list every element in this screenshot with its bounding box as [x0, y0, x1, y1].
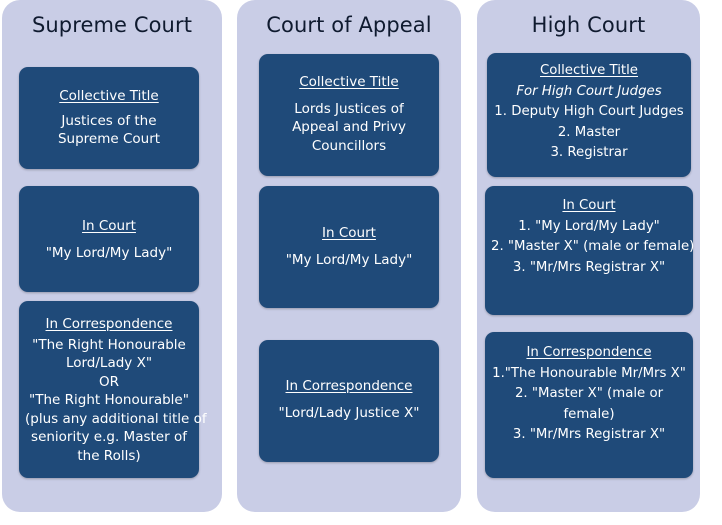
supreme-in-court-line: "My Lord/My Lady"	[45, 244, 173, 261]
supreme-correspondence-line: "The Right Honourable	[32, 336, 186, 353]
high-in-court-heading: In Court	[562, 198, 616, 213]
high-collective-line: 2. Master	[557, 124, 621, 140]
high-collective-heading: Collective Title	[540, 63, 638, 78]
supreme-collective-line: Justices of the	[61, 112, 157, 129]
high-correspondence-box: In Correspondence 1."The Honourable Mr/M…	[485, 332, 693, 478]
appeal-collective-line: Lords Justices of	[294, 100, 404, 117]
appeal-correspondence-box: In Correspondence "Lord/Lady Justice X"	[259, 340, 439, 462]
high-correspondence-line: female)	[563, 406, 615, 422]
high-court-title: High Court	[531, 13, 646, 37]
appeal-collective-line: Appeal and Privy	[292, 119, 406, 135]
supreme-in-court-heading: In Court	[82, 218, 136, 234]
appeal-in-court-box: In Court "My Lord/My Lady"	[259, 186, 439, 308]
supreme-correspondence-line: seniority e.g. Master of	[31, 429, 187, 445]
high-in-court-box: In Court 1. "My Lord/My Lady" 2. "Master…	[485, 186, 695, 315]
appeal-collective-line: Councillors	[311, 137, 387, 154]
supreme-correspondence-line: OR	[98, 373, 119, 390]
high-collective-subheading: For High Court Judges	[516, 83, 662, 99]
appeal-correspondence-line: "Lord/Lady Justice X"	[278, 404, 420, 421]
high-correspondence-line: 3. "Mr/Mrs Registrar X"	[512, 427, 666, 443]
appeal-correspondence-heading: In Correspondence	[285, 378, 413, 394]
supreme-correspondence-line: Lord/Lady X"	[65, 355, 153, 371]
high-collective-title-box: Collective Title For High Court Judges 1…	[487, 53, 691, 177]
supreme-court-title: Supreme Court	[31, 13, 193, 37]
supreme-collective-heading: Collective Title	[59, 88, 159, 104]
high-correspondence-line: 2. "Master X" (male or	[514, 386, 664, 402]
high-collective-line: 1. Deputy High Court Judges	[494, 104, 684, 120]
appeal-collective-title-box: Collective Title Lords Justices of Appea…	[259, 54, 439, 176]
supreme-correspondence-heading: In Correspondence	[45, 316, 173, 332]
supreme-correspondence-box: In Correspondence "The Right Honourable …	[19, 301, 207, 478]
high-in-court-line: 3. "Mr/Mrs Registrar X"	[512, 259, 666, 275]
high-collective-line: 3. Registrar	[550, 145, 628, 161]
supreme-correspondence-line: "The Right Honourable"	[29, 392, 189, 408]
supreme-collective-title-box: Collective Title Justices of the Supreme…	[19, 67, 199, 169]
high-correspondence-line: 1."The Honourable Mr/Mrs X"	[492, 365, 686, 381]
high-correspondence-heading: In Correspondence	[526, 345, 652, 360]
supreme-in-court-box: In Court "My Lord/My Lady"	[19, 186, 199, 292]
supreme-correspondence-line: (plus any additional title of	[25, 410, 207, 427]
appeal-in-court-line: "My Lord/My Lady"	[285, 251, 413, 268]
court-of-appeal-title: Court of Appeal	[266, 13, 432, 37]
supreme-collective-line: Supreme Court	[57, 131, 161, 147]
appeal-collective-heading: Collective Title	[299, 74, 399, 90]
appeal-in-court-heading: In Court	[322, 225, 376, 241]
high-in-court-line: 2. "Master X" (male or female)	[491, 239, 695, 255]
supreme-correspondence-line: the Rolls)	[77, 447, 141, 464]
high-in-court-line: 1. "My Lord/My Lady"	[518, 218, 660, 234]
